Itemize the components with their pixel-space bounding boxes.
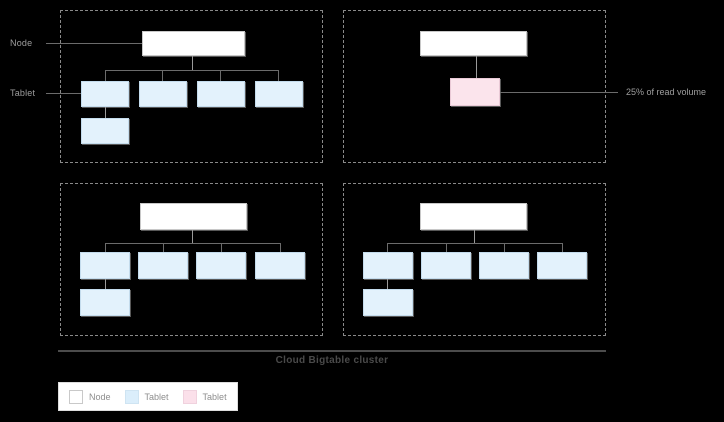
tablet-box xyxy=(421,252,471,279)
node-swatch-icon xyxy=(69,389,83,404)
connector-bus xyxy=(105,70,278,71)
tablet-box xyxy=(80,289,130,316)
connector-node-stem xyxy=(476,56,477,78)
connector-node-stem xyxy=(474,230,475,243)
tablet-box xyxy=(138,252,188,279)
tablet-box xyxy=(81,118,129,144)
tablet-box xyxy=(196,252,246,279)
tablet-box xyxy=(81,81,129,107)
connector-drop-4 xyxy=(562,243,563,252)
tablet-box xyxy=(197,81,245,107)
leader-line-callout xyxy=(500,92,618,93)
node-container-top-right xyxy=(343,10,606,163)
connector-nested-drop xyxy=(387,279,388,289)
hot-tablet-box xyxy=(450,78,500,106)
node-box xyxy=(420,203,527,230)
connector-node-stem xyxy=(192,230,193,243)
cluster-divider-rule xyxy=(58,350,606,352)
connector-drop-4 xyxy=(280,243,281,252)
connector-drop-2 xyxy=(446,243,447,252)
connector-drop-1 xyxy=(105,70,106,81)
connector-nested-drop xyxy=(105,279,106,289)
connector-drop-4 xyxy=(278,70,279,81)
tablet-box xyxy=(363,289,413,316)
node-box xyxy=(142,31,245,56)
legend: Node Tablet Tablet xyxy=(58,382,238,411)
connector-node-stem xyxy=(192,56,193,70)
tablet-swatch-icon xyxy=(124,389,139,404)
connector-drop-3 xyxy=(221,243,222,252)
legend-item-hot-tablet: Tablet xyxy=(182,389,227,404)
connector-drop-1 xyxy=(387,243,388,252)
connector-drop-3 xyxy=(504,243,505,252)
hot-tablet-swatch-icon xyxy=(182,389,197,404)
tablet-box xyxy=(479,252,529,279)
leader-line-tablet xyxy=(46,93,82,94)
node-box xyxy=(420,31,527,56)
node-container-bottom-left xyxy=(60,183,323,336)
connector-drop-2 xyxy=(163,243,164,252)
connector-nested-drop xyxy=(105,107,106,118)
node-container-top-left xyxy=(60,10,323,163)
legend-label-hot-tablet: Tablet xyxy=(202,391,227,402)
legend-label-node: Node xyxy=(89,391,111,402)
cluster-title: Cloud Bigtable cluster xyxy=(275,355,389,366)
callout-read-volume: 25% of read volume xyxy=(626,87,707,97)
legend-label-tablet: Tablet xyxy=(144,391,169,402)
axis-label-tablet: Tablet xyxy=(10,88,36,98)
node-container-bottom-right xyxy=(343,183,606,336)
tablet-box xyxy=(139,81,187,107)
connector-drop-1 xyxy=(105,243,106,252)
axis-label-node: Node xyxy=(10,38,33,48)
connector-drop-3 xyxy=(220,70,221,81)
tablet-box xyxy=(537,252,587,279)
connector-bus xyxy=(387,243,562,244)
connector-bus xyxy=(105,243,280,244)
connector-drop-2 xyxy=(162,70,163,81)
tablet-box xyxy=(255,81,303,107)
legend-item-tablet: Tablet xyxy=(124,389,169,404)
tablet-box xyxy=(255,252,305,279)
node-box xyxy=(140,203,247,230)
tablet-box xyxy=(363,252,413,279)
leader-line-node xyxy=(46,43,142,44)
legend-item-node: Node xyxy=(69,389,111,404)
tablet-box xyxy=(80,252,130,279)
